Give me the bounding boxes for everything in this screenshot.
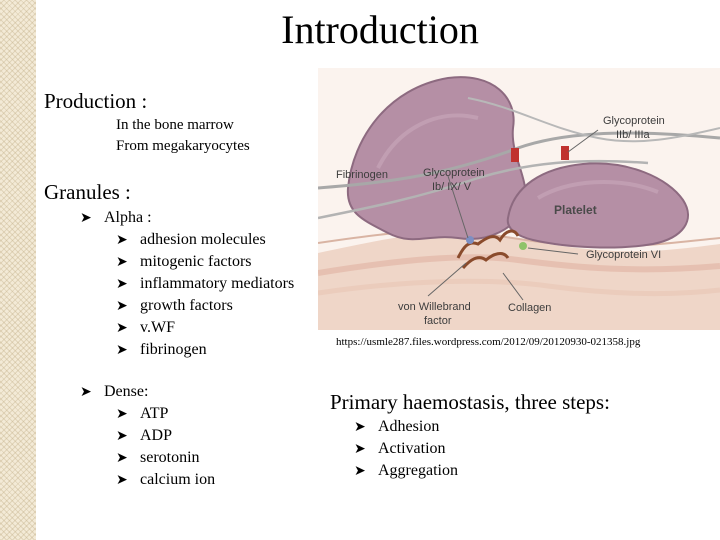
alpha-item: ➤v.WF xyxy=(116,319,175,336)
platelet-adhesion-illustration: Glycoprotein IIb/ IIIa Fibrinogen Glycop… xyxy=(318,68,720,330)
von-willebrand-factor-label-line2: factor xyxy=(424,315,452,327)
arrowhead-bullet-icon: ➤ xyxy=(116,342,128,358)
step-item: ➤Activation xyxy=(354,440,446,457)
fibrinogen-label: Fibrinogen xyxy=(336,169,388,181)
decorative-side-strip xyxy=(0,0,36,540)
dense-item: ➤serotonin xyxy=(116,449,200,466)
slide-title: Introduction xyxy=(281,7,479,52)
granules-heading: Granules : xyxy=(44,180,131,204)
alpha-label-row: ➤ Alpha : xyxy=(80,209,152,227)
glycoprotein-ib-label-line2: Ib/ IX/ V xyxy=(432,181,472,193)
arrowhead-bullet-icon: ➤ xyxy=(80,210,92,226)
collagen-label: Collagen xyxy=(508,302,551,314)
production-line-1: In the bone marrow xyxy=(116,117,234,133)
arrowhead-bullet-icon: ➤ xyxy=(354,419,366,435)
alpha-item: ➤mitogenic factors xyxy=(116,253,252,270)
alpha-item: ➤growth factors xyxy=(116,297,233,314)
step-item: ➤Aggregation xyxy=(354,462,458,479)
von-willebrand-factor-label: von Willebrand xyxy=(398,301,471,313)
arrowhead-bullet-icon: ➤ xyxy=(116,472,128,488)
glycoprotein-ib-label: Glycoprotein xyxy=(423,167,485,179)
platelet-label: Platelet xyxy=(554,203,597,217)
image-source-url: https://usmle287.files.wordpress.com/201… xyxy=(336,336,641,348)
arrowhead-bullet-icon: ➤ xyxy=(116,406,128,422)
arrowhead-bullet-icon: ➤ xyxy=(116,428,128,444)
arrowhead-bullet-icon: ➤ xyxy=(354,441,366,457)
production-heading: Production : xyxy=(44,89,148,113)
alpha-item: ➤fibrinogen xyxy=(116,341,207,358)
arrowhead-bullet-icon: ➤ xyxy=(116,450,128,466)
dense-item: ➤ADP xyxy=(116,427,173,444)
dense-label: Dense: xyxy=(104,383,149,400)
arrowhead-bullet-icon: ➤ xyxy=(116,254,128,270)
step-item: ➤Adhesion xyxy=(354,418,440,435)
dense-item: ➤calcium ion xyxy=(116,471,216,488)
arrowhead-bullet-icon: ➤ xyxy=(116,298,128,314)
alpha-item: ➤inflammatory mediators xyxy=(116,275,295,292)
arrowhead-bullet-icon: ➤ xyxy=(80,384,92,400)
arrowhead-bullet-icon: ➤ xyxy=(116,232,128,248)
production-line-2: From megakaryocytes xyxy=(116,138,250,154)
arrowhead-bullet-icon: ➤ xyxy=(116,320,128,336)
primary-haemostasis-heading: Primary haemostasis, three steps: xyxy=(330,390,610,414)
dense-label-row: ➤ Dense: xyxy=(80,383,148,401)
glycoprotein-vi-label: Glycoprotein VI xyxy=(586,249,661,261)
alpha-item: ➤adhesion molecules xyxy=(116,231,266,248)
glycoprotein-iib-iiia-label: Glycoprotein xyxy=(603,115,665,127)
dense-item: ➤ATP xyxy=(116,405,169,422)
arrowhead-bullet-icon: ➤ xyxy=(116,276,128,292)
glycoprotein-iib-iiia-label-line2: IIb/ IIIa xyxy=(616,129,651,141)
arrowhead-bullet-icon: ➤ xyxy=(354,463,366,479)
alpha-label: Alpha : xyxy=(104,209,152,226)
